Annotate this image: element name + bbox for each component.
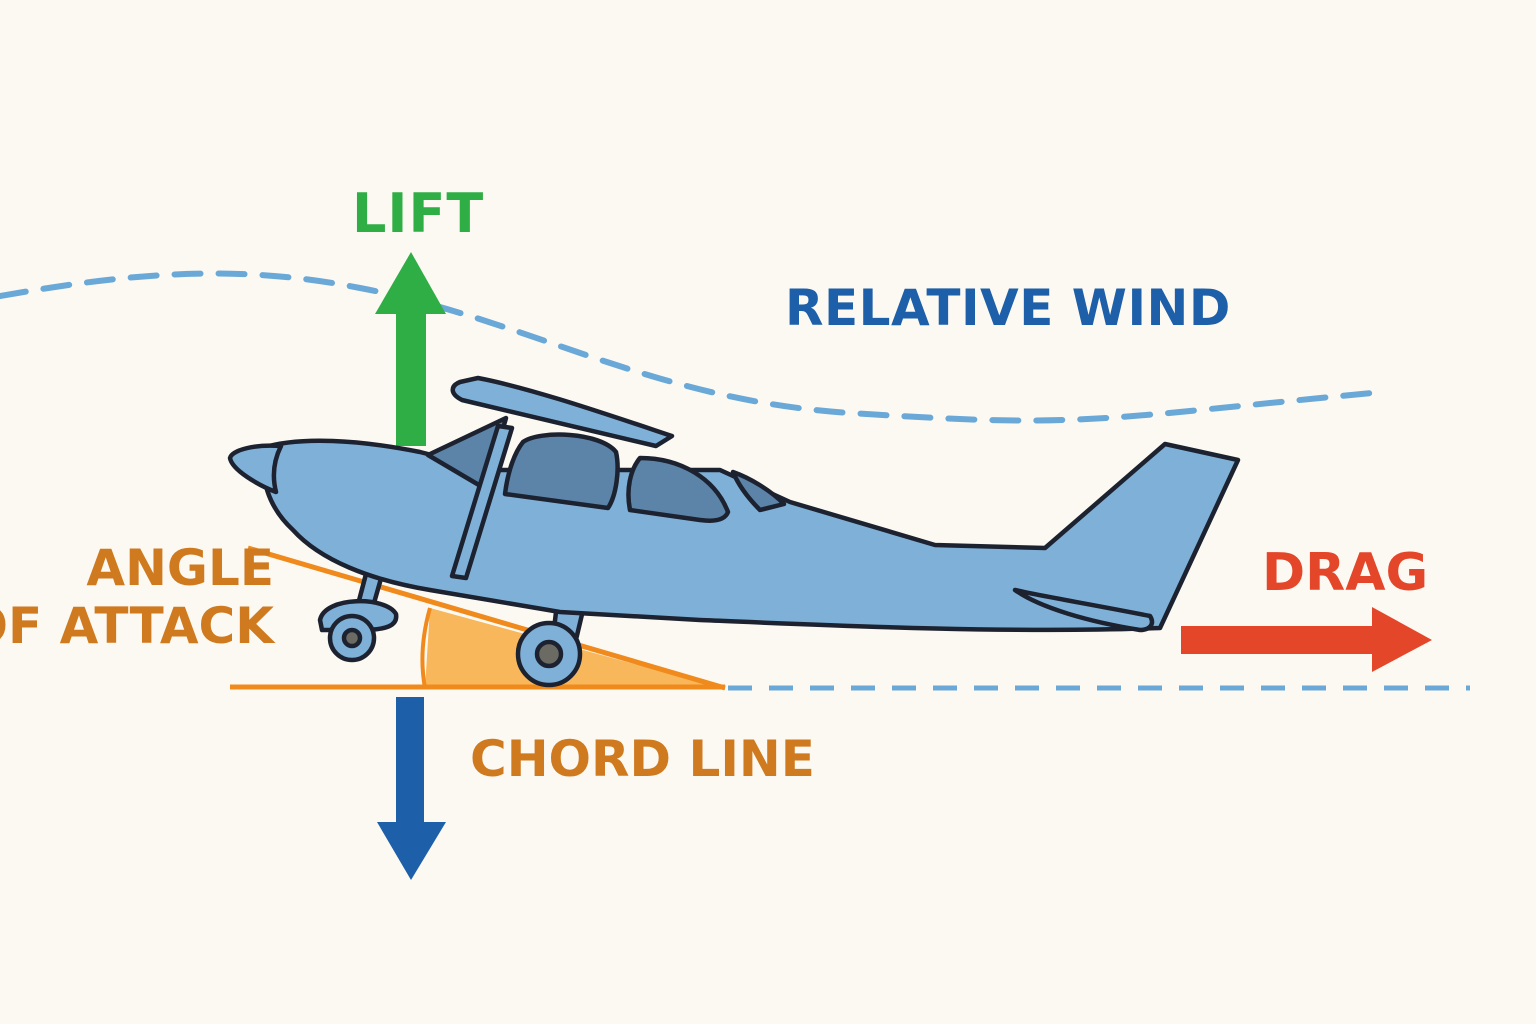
relative-wind-curve xyxy=(0,270,1375,424)
angle-of-attack-label-line1: ANGLE xyxy=(86,539,274,597)
arrow-up-icon xyxy=(375,252,446,446)
relative-wind-label: RELATIVE WIND xyxy=(785,279,1231,337)
arrow-right-icon xyxy=(1181,607,1432,672)
angle-of-attack-arc xyxy=(420,607,432,689)
arrow-down-icon xyxy=(377,697,446,880)
drag-label: DRAG xyxy=(1262,543,1429,603)
angle-of-attack-label-line2: OF ATTACK xyxy=(0,596,274,655)
lift-label: LIFT xyxy=(352,182,485,245)
angle-of-attack-label: ANGLE OF ATTACK xyxy=(0,539,274,655)
chord-line-label: CHORD LINE xyxy=(470,730,815,788)
chord-line-inclined xyxy=(247,545,726,691)
high-wing-light-airplane-icon xyxy=(227,375,1241,688)
